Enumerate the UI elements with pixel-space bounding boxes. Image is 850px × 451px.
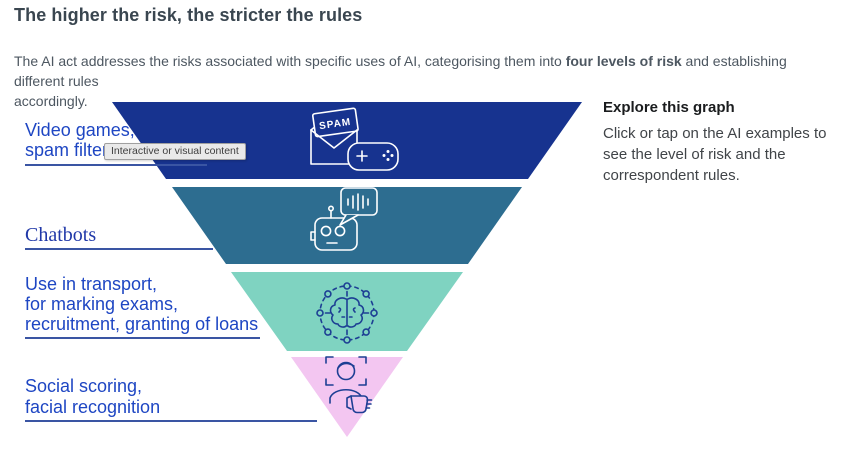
- label-line[interactable]: recruitment, granting of loans: [25, 314, 259, 334]
- page-title: The higher the risk, the stricter the ru…: [14, 5, 363, 25]
- label-line[interactable]: Chatbots: [25, 224, 97, 246]
- label-transport-exams-recruitment-loans[interactable]: Use in transport, for marking exams, rec…: [25, 274, 260, 339]
- intro-bold-four-levels: four levels of risk: [565, 53, 682, 69]
- explore-panel: Explore this graph Click or tap on the A…: [603, 99, 850, 186]
- label-line[interactable]: spam filters: [25, 140, 118, 160]
- label-chatbots[interactable]: Chatbots: [25, 225, 213, 250]
- label-line[interactable]: Social scoring,: [25, 376, 143, 396]
- risk-funnel-diagram: SPAM: [112, 102, 582, 437]
- label-video-games-spam-filters[interactable]: Video games, spam filters: [25, 120, 207, 166]
- funnel-band-unacceptable-risk[interactable]: [291, 357, 403, 437]
- funnel-band-limited-risk[interactable]: [172, 187, 522, 264]
- intro-text-line2: accordingly.: [14, 93, 88, 109]
- intro-text-after-bold: and establishing different rules: [14, 53, 787, 89]
- label-line[interactable]: Use in transport,: [25, 274, 158, 294]
- spam-email-and-game-controller-icon[interactable]: SPAM: [310, 107, 399, 171]
- explore-panel-body: Click or tap on the AI examples to see t…: [603, 125, 827, 184]
- intro-text-before-bold: The AI act addresses the risks associate…: [14, 53, 566, 69]
- ai-brain-network-icon[interactable]: [316, 282, 378, 344]
- explore-panel-title: Explore this graph: [603, 99, 735, 116]
- chatbot-robot-icon[interactable]: [310, 187, 378, 251]
- facial-recognition-thumbs-down-icon[interactable]: [325, 356, 373, 414]
- label-line[interactable]: facial recognition: [25, 397, 161, 417]
- label-social-scoring-facial-recognition[interactable]: Social scoring, facial recognition: [25, 376, 317, 422]
- svg-text:SPAM: SPAM: [319, 117, 352, 132]
- intro-paragraph: The AI act addresses the risks associate…: [14, 51, 814, 111]
- browser-tooltip: Interactive or visual content: [104, 143, 246, 160]
- label-line[interactable]: for marking exams,: [25, 294, 179, 314]
- label-line[interactable]: Video games,: [25, 120, 135, 140]
